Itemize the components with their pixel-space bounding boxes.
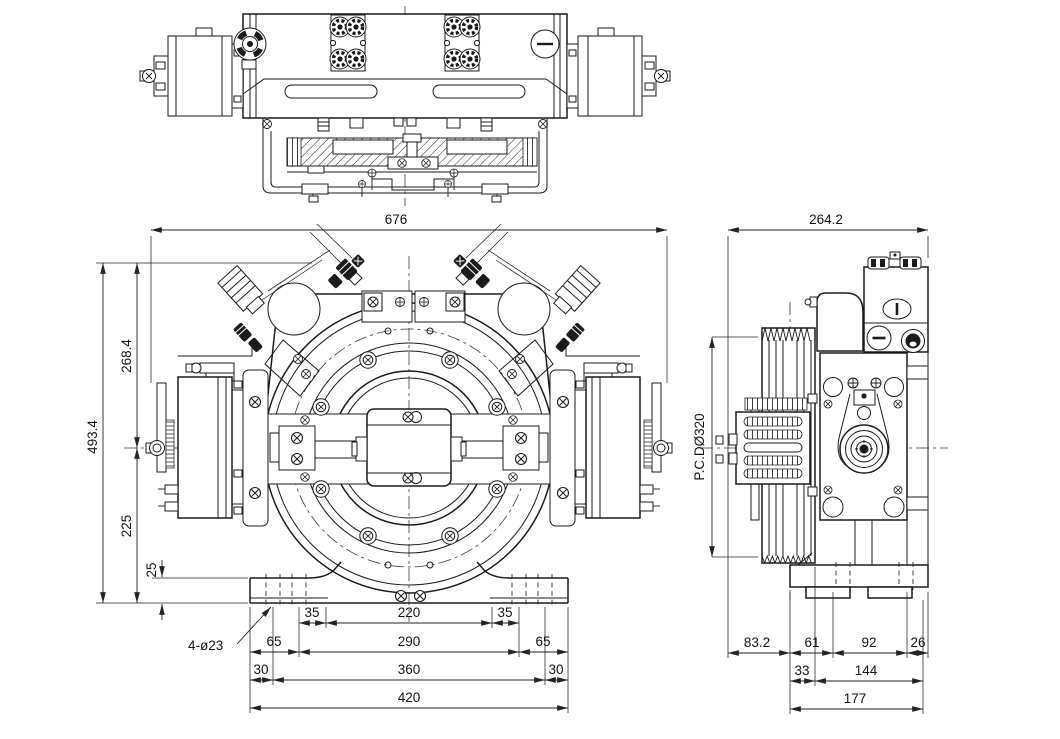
dim-seg-61: 61 [804,635,819,650]
dim-seg-144: 144 [855,663,878,678]
brake-assembly [145,346,269,527]
dim-pitch-circle: P.C.DØ320 [692,413,707,480]
motor-block-side [804,292,864,497]
dim-overall-depth: 264.2 [809,212,843,227]
dim-seg-33: 33 [794,663,809,678]
cable-gland-large [217,264,265,315]
support-bracket [264,339,320,397]
gland-cluster [217,223,365,397]
side-view: 264.2 P.C.DØ320 83.2 61 92 26 33 144 177 [692,212,948,714]
dim-inner-span: 220 [398,605,421,620]
front-dimensions: 676 493.4 268.4 225 25 4-ø23 35 220 35 6… [85,212,668,713]
lifting-hole-left [267,282,321,336]
housing-top [242,13,568,119]
center-hub-block [351,408,467,487]
side-dimensions: 264.2 P.C.DØ320 83.2 61 92 26 33 144 177 [692,212,929,714]
dim-foot-height: 25 [144,562,159,577]
rope-guard-bracket-top [262,118,548,194]
top-frame-plate [265,282,553,414]
dim-seg-26: 26 [910,635,925,650]
cable-gland-group-right [442,14,482,72]
frame-and-base-side [789,352,929,599]
dim-overall-height: 493.4 [85,420,100,454]
cable-gland-group-left [328,14,368,72]
dim-holes-note: 4-ø23 [188,638,223,653]
base-and-feet-front [249,561,569,605]
frame-plate-side [819,352,908,521]
top-view [139,6,671,206]
dim-base-depth: 177 [844,691,867,706]
dim-mid-span: 290 [398,634,421,649]
terminal-box [863,251,929,353]
dim-outer-offset-left: 30 [253,662,268,677]
slotted-dial-top [530,29,560,59]
cable-gland-center [336,258,363,286]
dim-mid-offset-right: 65 [535,634,550,649]
dim-outer-offset-right: 30 [548,662,563,677]
brake-cylinder-top [139,27,244,117]
mounting-feet-top [301,183,509,203]
dim-seg-92: 92 [861,635,876,650]
front-view: 676 493.4 268.4 225 25 4-ø23 35 220 35 6… [85,212,676,713]
dim-upper-height: 268.4 [119,339,134,373]
dim-overhang: 83.2 [744,635,770,650]
dim-inner-offset-left: 35 [304,605,319,620]
cable-gland-small [233,322,252,342]
dim-inner-offset-right: 35 [497,605,512,620]
brake-release-knob [233,27,267,70]
dim-overall-width: 676 [385,212,408,227]
dim-mid-offset-left: 65 [266,634,281,649]
dim-outer-span: 360 [398,662,421,677]
brake-fin-block [715,397,811,485]
lifting-hole-right [497,282,551,336]
rope-retainer-top [358,156,459,197]
dim-lower-height: 225 [119,515,134,538]
dim-base-width: 420 [398,690,421,705]
